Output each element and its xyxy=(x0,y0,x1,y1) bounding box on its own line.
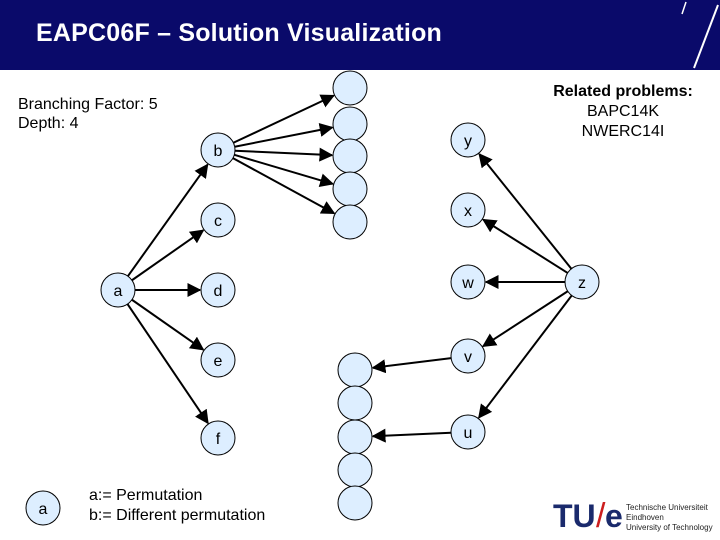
node-a: a xyxy=(100,272,136,308)
related-item-bapc14k: BAPC14K xyxy=(586,103,660,120)
page-title: EAPC06F – Solution Visualization xyxy=(36,19,443,47)
edge-v-to-leaf xyxy=(371,357,452,374)
edge-a-to-e xyxy=(131,298,205,351)
edge-b-to-leaf-4 xyxy=(234,153,335,188)
node-w: w xyxy=(450,264,486,300)
svg-text:w: w xyxy=(461,275,474,292)
node-f: f xyxy=(200,420,236,456)
node-c: c xyxy=(200,202,236,238)
logo-line-3: University of Technology xyxy=(626,523,713,532)
leaf-node-top-4 xyxy=(332,171,368,207)
logo-line-1: Technische Universiteit xyxy=(626,503,708,512)
logo-tu: TU xyxy=(553,498,596,533)
edge-a-to-c xyxy=(131,229,205,282)
node-v: v xyxy=(450,338,486,374)
title-bar: EAPC06F – Solution Visualization xyxy=(0,0,720,70)
logo-line-2: Eindhoven xyxy=(626,513,664,522)
svg-text:v: v xyxy=(464,349,472,366)
edge-a-to-b xyxy=(127,163,209,277)
svg-text:u: u xyxy=(464,425,473,442)
legend-line-different-permutation: b:= Different permutation xyxy=(89,507,266,524)
leaf-node-bottom-5 xyxy=(337,485,373,521)
edge-z-to-u xyxy=(478,294,573,419)
edge-b-to-leaf-5 xyxy=(232,157,336,215)
edges-group xyxy=(126,94,573,443)
edge-b-to-leaf-2 xyxy=(234,123,334,148)
edge-z-to-v xyxy=(481,290,569,348)
edge-u-to-leaf xyxy=(371,428,452,443)
depth-text: Depth: 4 xyxy=(18,115,79,132)
node-z: z xyxy=(564,264,600,300)
related-heading: Related problems: xyxy=(553,83,693,100)
leaf-node-bottom-1 xyxy=(337,352,373,388)
branching-factor-text: Branching Factor: 5 xyxy=(18,96,158,113)
svg-text:z: z xyxy=(578,275,586,292)
svg-text:e: e xyxy=(214,353,223,370)
svg-text:x: x xyxy=(464,203,472,220)
node-e: e xyxy=(200,342,236,378)
parameters-block: Branching Factor: 5 Depth: 4 xyxy=(18,95,158,133)
leaf-node-top-3 xyxy=(332,138,368,174)
tue-logo: TU / e xyxy=(553,497,623,533)
logo-slash: / xyxy=(596,497,606,533)
svg-text:c: c xyxy=(214,213,222,230)
leaf-node-bottom-4 xyxy=(337,452,373,488)
node-x: x xyxy=(450,192,486,228)
leaf-node-top-5 xyxy=(332,204,368,240)
legend-line-permutation: a:= Permutation xyxy=(89,487,203,504)
svg-text:f: f xyxy=(216,431,221,448)
node-d: d xyxy=(200,272,236,308)
edge-b-to-leaf-1 xyxy=(232,94,335,144)
node-y: y xyxy=(450,122,486,158)
svg-text:y: y xyxy=(464,133,472,150)
nodes-group: a b c d e f y x w v u z a xyxy=(25,70,600,526)
edge-a-to-f xyxy=(126,303,209,425)
leaf-node-bottom-2 xyxy=(337,385,373,421)
node-u: u xyxy=(450,414,486,450)
legend: a:= Permutation b:= Different permutatio… xyxy=(89,486,265,526)
leaf-node-top-2 xyxy=(332,106,368,142)
legend-symbol-node: a xyxy=(25,490,61,526)
leaf-node-top-1 xyxy=(332,70,368,106)
edge-b-to-leaf-3 xyxy=(234,147,334,162)
edge-z-to-y xyxy=(478,152,573,270)
related-item-nwerc14i: NWERC14I xyxy=(581,123,665,140)
svg-text:a: a xyxy=(39,501,48,518)
svg-text:d: d xyxy=(214,283,223,300)
svg-text:a: a xyxy=(114,283,123,300)
svg-text:b: b xyxy=(214,143,223,160)
leaf-node-bottom-3 xyxy=(337,419,373,455)
edge-z-to-x xyxy=(482,218,569,274)
title-decoration xyxy=(681,1,719,69)
logo-caption: Technische Universiteit Eindhoven Univer… xyxy=(626,503,713,533)
logo-e: e xyxy=(605,498,623,533)
node-b: b xyxy=(200,132,236,168)
related-problems: Related problems: BAPC14K NWERC14I xyxy=(540,82,706,142)
